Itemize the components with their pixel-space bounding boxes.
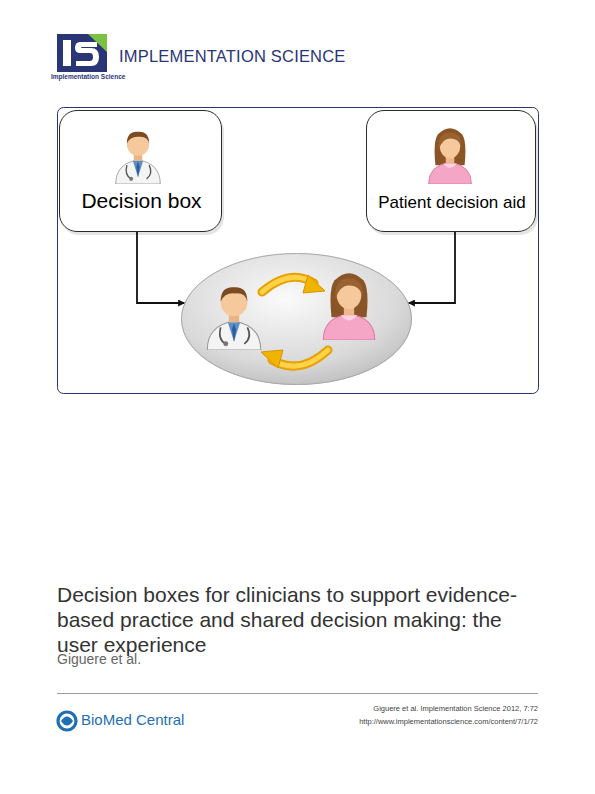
exchange-arrowhead xyxy=(261,350,283,368)
patient-icon xyxy=(429,128,472,184)
connector-arrow xyxy=(137,232,184,303)
node-label: Decision box xyxy=(81,189,201,213)
logo-letter xyxy=(75,42,99,66)
article-title: Decision boxes for clinicians to support… xyxy=(57,582,527,657)
decision-box: Decision box xyxy=(59,110,222,232)
logo-letter xyxy=(63,40,71,66)
exchange-arrowhead xyxy=(303,275,325,293)
publisher-name: BioMed Central xyxy=(81,711,281,728)
logo-caption: Implementation Science xyxy=(51,73,113,80)
encounter-ellipse xyxy=(181,253,412,385)
figure-frame xyxy=(58,108,539,394)
citation: Giguere et al. Implementation Science 20… xyxy=(258,704,538,713)
article-url: http://www.implementationscience.com/con… xyxy=(258,717,538,726)
doctor-icon xyxy=(207,287,260,350)
node-label: Patient decision aid xyxy=(378,193,525,213)
doctor-icon xyxy=(116,132,161,184)
decision-aid-box: Patient decision aid xyxy=(366,110,536,232)
journal-name: IMPLEMENTATION SCIENCE xyxy=(119,47,379,66)
box-fill xyxy=(59,110,222,232)
publisher-logo xyxy=(61,717,73,726)
rule-line xyxy=(57,693,538,694)
ellipse-outline xyxy=(181,253,412,385)
patient-icon xyxy=(323,273,374,340)
box-fill xyxy=(366,110,536,232)
encounter-ellipse xyxy=(181,253,412,385)
connector-arrow xyxy=(409,232,455,303)
publisher-logo xyxy=(58,712,76,730)
journal-logo xyxy=(57,34,107,72)
